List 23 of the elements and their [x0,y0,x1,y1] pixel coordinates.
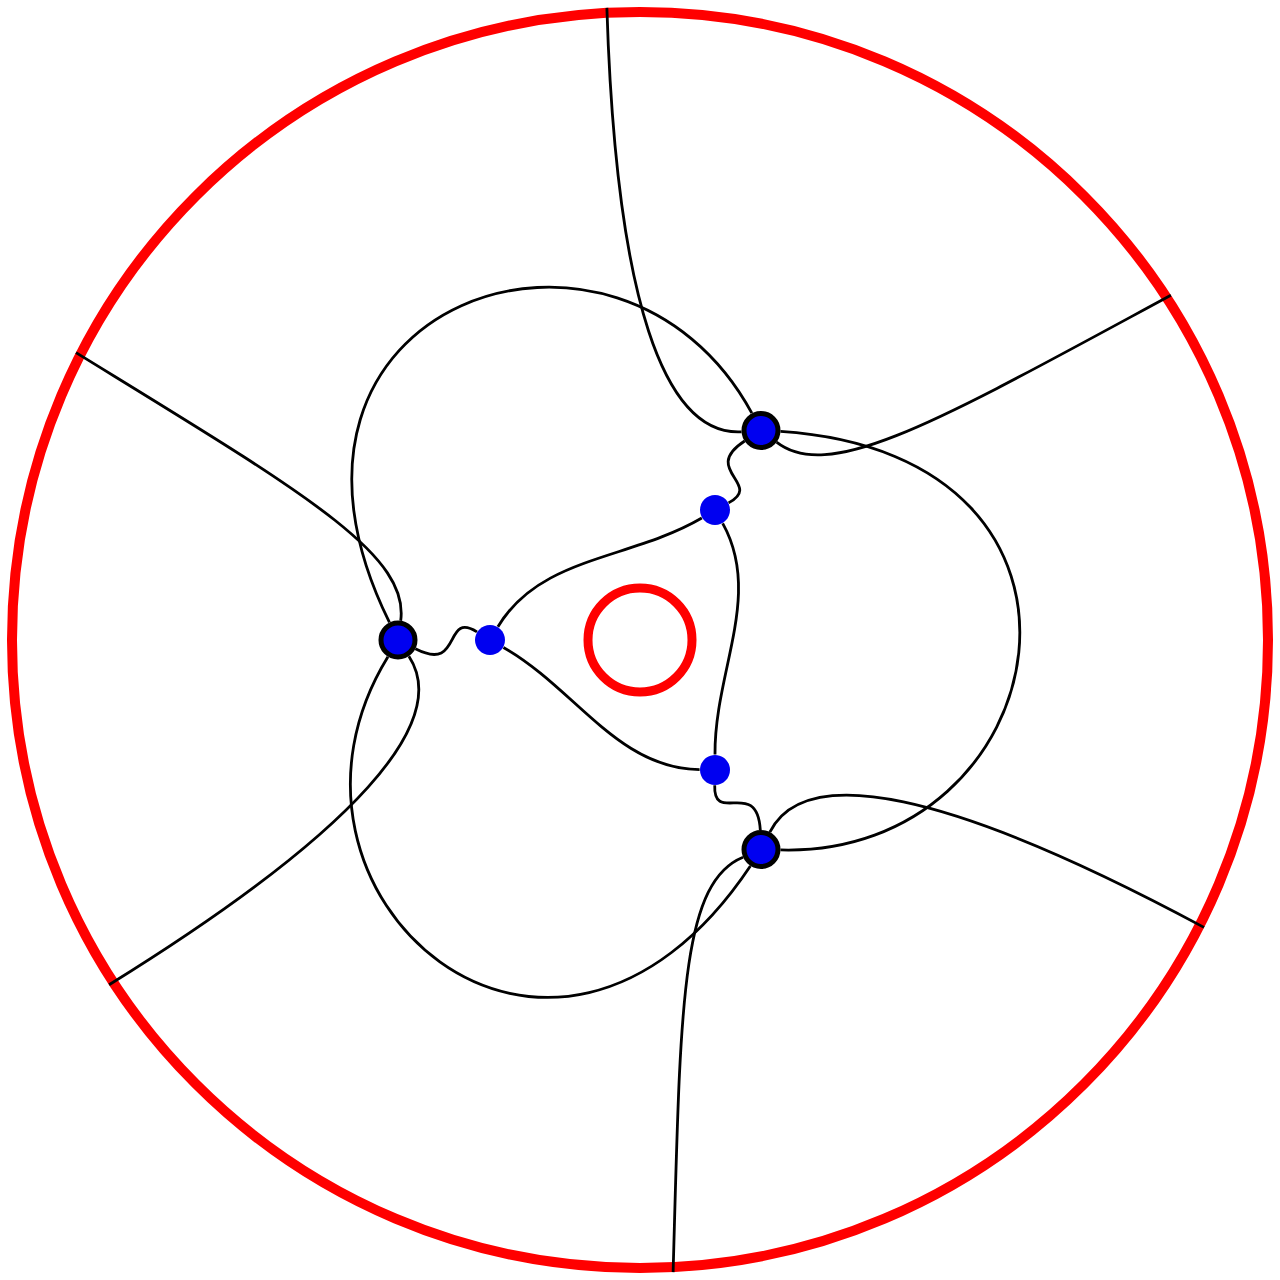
ringed-dot [378,620,418,660]
curve [414,626,478,656]
ringed-dot [741,830,781,870]
curve [775,294,1172,456]
boundary-circle [7,7,1273,1273]
dot [475,625,505,655]
inner-circle [583,583,697,697]
curve [75,351,403,621]
curve [713,785,762,831]
dot [700,495,730,526]
curve [350,286,753,623]
curve [768,793,1205,929]
dot [700,754,730,785]
ringed-dot [741,410,781,450]
curve [671,856,744,1273]
curve [502,646,700,772]
curve [780,430,1021,852]
curve [713,522,740,755]
curve [496,516,703,628]
curve [349,656,752,999]
curve [108,655,420,986]
curve [726,439,746,505]
curve [605,7,742,434]
